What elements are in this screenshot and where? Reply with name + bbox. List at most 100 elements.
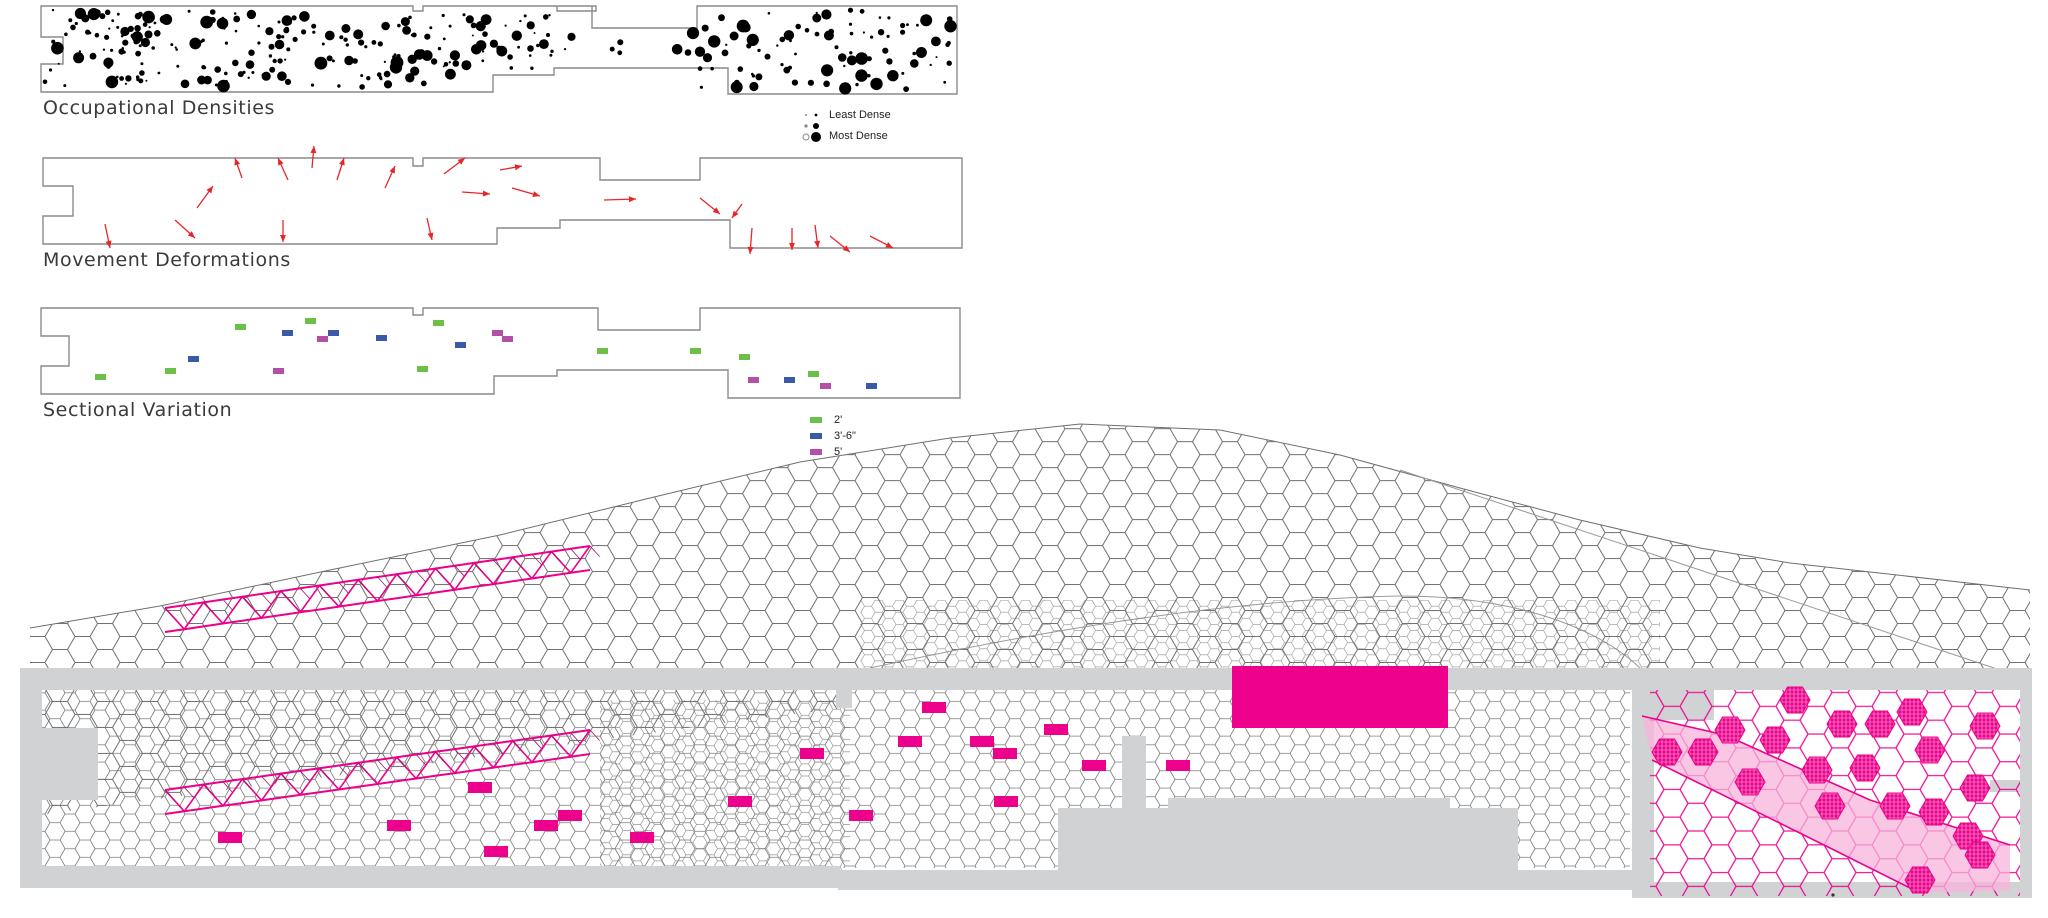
density-dot <box>237 71 244 78</box>
hatched-hex-cell <box>1814 792 1846 820</box>
density-dot <box>383 70 391 78</box>
density-dot <box>353 58 357 62</box>
density-dot <box>496 45 502 52</box>
density-dot <box>878 16 882 19</box>
density-dot <box>78 50 82 53</box>
density-dot <box>511 30 522 41</box>
density-dot <box>753 37 757 41</box>
density-dot <box>381 21 390 31</box>
density-dot <box>507 54 513 60</box>
density-dot <box>134 25 141 32</box>
density-dot <box>125 75 132 82</box>
density-dot <box>68 18 73 23</box>
magenta-box <box>484 846 508 857</box>
density-dot <box>142 10 155 24</box>
density-dot <box>233 12 237 15</box>
density-dot <box>407 54 417 64</box>
magenta-box <box>1166 760 1190 771</box>
movement-arrows <box>104 145 894 255</box>
density-dot <box>710 66 714 71</box>
density-dot <box>42 79 48 85</box>
density-dot <box>268 43 275 50</box>
section-bar <box>376 335 387 341</box>
density-dot <box>153 21 157 25</box>
density-dot <box>99 13 106 20</box>
left-wall <box>20 668 98 888</box>
density-dot <box>174 46 177 49</box>
section-bar <box>95 374 106 380</box>
legend-most-dense: Most Dense <box>829 130 888 142</box>
density-dot <box>251 71 255 74</box>
caption-occupational-densities: Occupational Densities <box>43 97 276 119</box>
density-dot <box>284 78 292 85</box>
density-dot <box>900 22 906 29</box>
legend-least-dense: Least Dense <box>829 109 891 121</box>
movement-arrow <box>461 190 491 197</box>
density-dot <box>548 14 551 17</box>
density-dot <box>916 23 919 27</box>
section-bar <box>282 330 293 336</box>
section-bar <box>502 336 513 342</box>
density-dot <box>944 20 957 33</box>
density-dot <box>699 85 704 89</box>
movement-arrow <box>443 157 466 175</box>
density-dot <box>443 62 449 67</box>
density-dot <box>746 43 752 49</box>
density-dot <box>517 45 520 49</box>
density-dot <box>906 23 909 26</box>
density-dot <box>870 77 883 91</box>
density-dot <box>376 72 382 77</box>
density-dot <box>105 75 119 89</box>
density-dot <box>145 79 148 82</box>
section-bar <box>328 330 339 336</box>
large-dot-icon <box>802 133 810 141</box>
density-dot <box>470 22 477 29</box>
density-dot <box>442 65 445 68</box>
density-dot <box>311 23 317 29</box>
density-dot <box>776 44 779 47</box>
density-dot <box>730 81 743 94</box>
density-dot <box>366 76 371 81</box>
density-dot <box>526 21 535 30</box>
magenta-box <box>970 736 994 747</box>
density-dot <box>849 31 854 36</box>
density-dot <box>70 24 76 31</box>
plan-outline <box>42 157 963 249</box>
density-legend: Least Dense Most Dense <box>829 105 891 147</box>
density-dot <box>200 15 214 29</box>
density-dot <box>148 26 151 29</box>
density-dot <box>142 22 148 27</box>
density-dot <box>929 63 932 67</box>
density-dot <box>900 29 906 35</box>
magenta-box <box>1044 724 1068 735</box>
density-dot <box>725 43 728 46</box>
density-dot <box>140 37 150 48</box>
section-drawing <box>20 423 2032 898</box>
density-dot <box>331 59 335 63</box>
density-dot <box>737 66 744 72</box>
density-dot <box>523 14 527 18</box>
density-dot <box>746 33 759 47</box>
section-bar <box>165 368 176 374</box>
density-dot <box>217 79 230 93</box>
density-dot <box>617 50 623 56</box>
density-dot <box>116 75 119 79</box>
movement-arrow <box>196 185 214 209</box>
density-dot <box>946 60 952 66</box>
density-dot <box>120 26 130 37</box>
density-dot <box>74 21 78 26</box>
density-dot <box>855 52 868 65</box>
movement-arrow <box>310 145 317 169</box>
hatched-hex-cell <box>1849 754 1881 782</box>
hatched-hex-cell <box>1969 712 2001 740</box>
density-dot <box>190 41 196 47</box>
legend-2ft: 2' <box>810 412 856 428</box>
density-dot <box>452 60 460 67</box>
density-dot <box>64 32 68 37</box>
section-bar <box>820 383 831 389</box>
density-dot <box>400 17 410 27</box>
section-bar <box>317 336 328 342</box>
section-bar <box>597 348 608 354</box>
density-dot <box>482 31 488 37</box>
